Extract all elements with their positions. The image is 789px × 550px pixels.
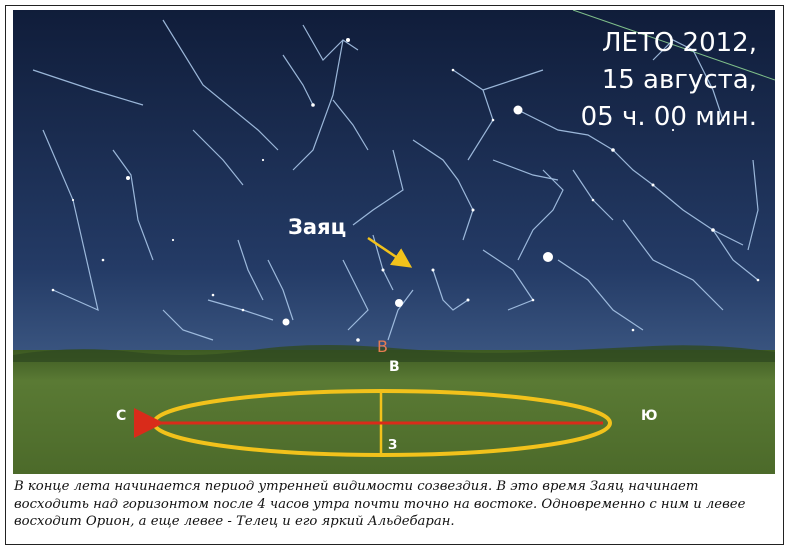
tree-line (13, 344, 775, 362)
title-date: 15 августа, (601, 65, 757, 95)
sky-scene: ЛЕТО 2012, 15 августа, 05 ч. 00 мин. Зая… (13, 10, 775, 474)
figure-caption: В конце лета начинается период утренней … (14, 479, 746, 529)
compass-south-label: Ю (641, 408, 658, 424)
stars (51, 38, 760, 342)
sky-illustration (13, 10, 775, 474)
constellation-label: Заяц (288, 215, 347, 239)
ecliptic-line (572, 10, 775, 81)
sky-east-label: В (377, 337, 388, 356)
night-sky (13, 10, 775, 355)
compass-east-label: В (389, 359, 400, 375)
title-season: ЛЕТО 2012, (601, 28, 757, 58)
title-time: 05 ч. 00 мин. (580, 102, 757, 132)
compass-north-label: С (116, 408, 127, 424)
constellation-lines (32, 19, 759, 341)
pointer-arrow (367, 236, 413, 268)
compass-west-label: З (388, 438, 398, 453)
